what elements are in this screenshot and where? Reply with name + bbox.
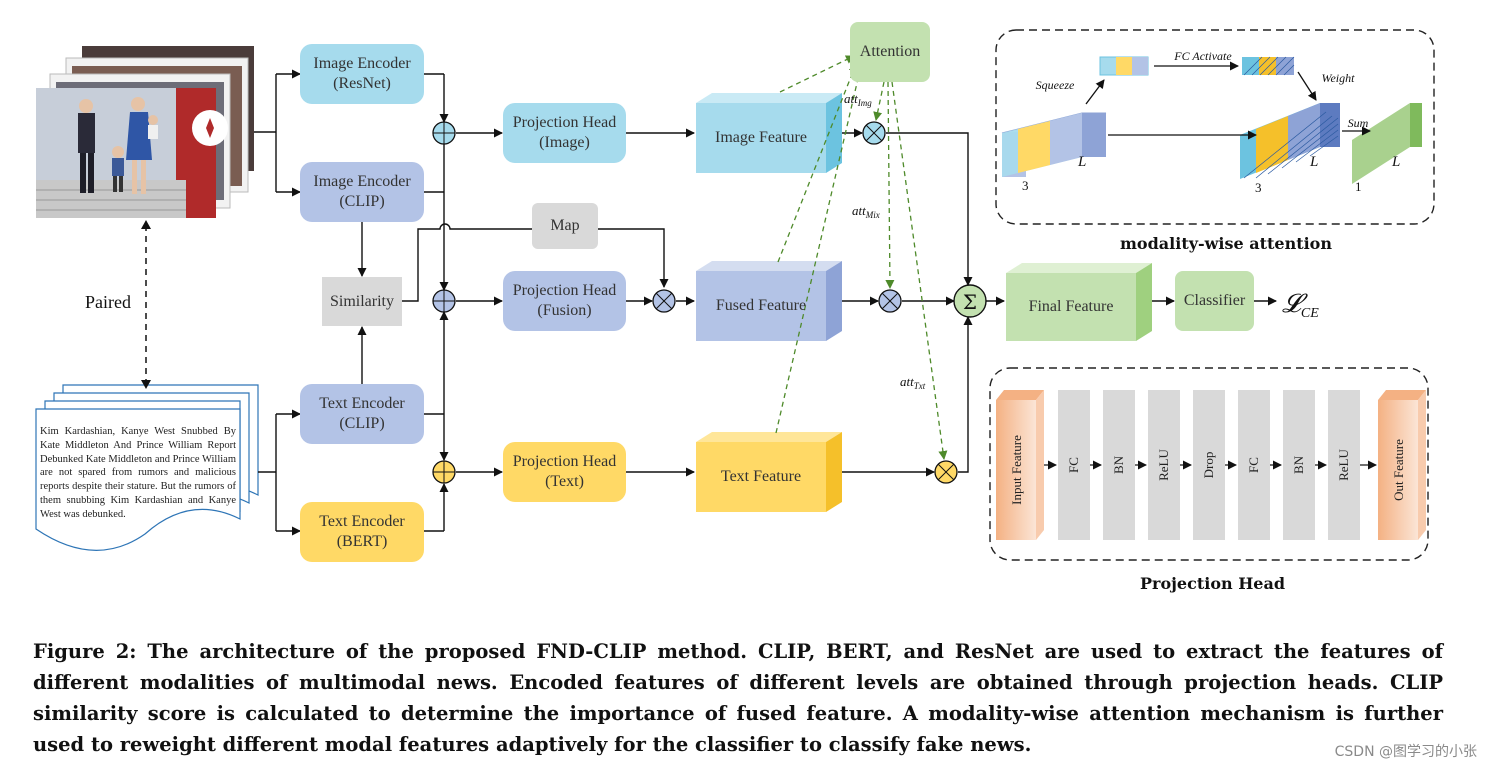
paired-label: Paired	[85, 292, 131, 312]
ph-layer-3: ReLU	[1156, 449, 1171, 481]
text-feature-label: Text Feature	[720, 468, 802, 485]
text-feature-cuboid	[696, 432, 842, 512]
projection-head-fusion-type: (Fusion)	[537, 302, 592, 319]
similarity-label: Similarity	[330, 292, 394, 310]
text-input-lines	[258, 409, 301, 536]
multiply-node-similarity	[652, 289, 676, 313]
fused-feature-cuboid	[696, 261, 842, 341]
projection-head-panel: Input Feature FC BN ReLU Drop FC BN ReLU…	[989, 367, 1429, 561]
projection-head-title: Projection Head	[1140, 574, 1286, 593]
map-label: Map	[550, 217, 580, 234]
projection-head-image-type: (Image)	[539, 134, 590, 151]
modality-attention-title: modality-wise attention	[1120, 234, 1332, 253]
text-feature-label-box: Text Feature	[696, 442, 826, 512]
final-feature-cuboid	[1006, 263, 1152, 341]
image-encoder-clip-model: (CLIP)	[339, 193, 385, 210]
projection-head-fusion: Projection Head (Fusion)	[503, 271, 626, 331]
image-encoder-resnet-title: Image Encoder	[313, 55, 411, 72]
news-text-stack	[35, 384, 259, 551]
modality-attention-panel	[995, 29, 1435, 225]
add-node-image	[432, 121, 456, 145]
ph-layer-1: FC	[1066, 457, 1081, 473]
dim-3-weighted: 3	[1255, 180, 1262, 195]
final-feature-label: Final Feature	[1028, 298, 1114, 315]
attention-block: Attention	[850, 22, 930, 82]
dim-L-input: L	[1077, 154, 1086, 170]
projection-head-text-title: Projection Head	[512, 453, 617, 470]
text-encoder-bert: Text Encoder (BERT)	[300, 502, 424, 562]
projection-head-image-title: Projection Head	[512, 114, 617, 131]
text-encoder-bert-model: (BERT)	[336, 533, 388, 550]
add-node-fusion	[432, 289, 456, 313]
image-feature-cuboid	[696, 93, 842, 173]
news-image-stack	[36, 46, 254, 218]
image-input-lines	[254, 69, 301, 197]
final-feature-label-box: Final Feature	[1006, 273, 1136, 341]
multiply-node-att-text	[934, 460, 958, 484]
image-feature-label-box: Image Feature	[696, 103, 826, 173]
squeeze-label: Squeeze	[1036, 78, 1075, 92]
ph-layer-7: ReLU	[1336, 449, 1351, 481]
loss-ce-label: 𝓛CE	[1282, 289, 1319, 321]
similarity-block: Similarity	[322, 277, 402, 326]
architecture-diagram: Σ	[35, 29, 1435, 561]
add-node-text	[432, 460, 456, 484]
attention-arrows	[775, 55, 948, 460]
text-encoder-clip: Text Encoder (CLIP)	[300, 384, 424, 444]
ph-layer-5: FC	[1246, 457, 1261, 473]
image-encoder-resnet-model: (ResNet)	[333, 75, 391, 92]
ph-layer-6: BN	[1291, 455, 1306, 474]
fused-feature-label-box: Fused Feature	[696, 271, 826, 341]
image-encoder-clip: Image Encoder (CLIP)	[300, 162, 424, 222]
weight-label: Weight	[1322, 71, 1356, 85]
projection-head-text: Projection Head (Text)	[503, 442, 626, 502]
svg-text:Σ: Σ	[963, 290, 977, 314]
figure-caption: Figure 2: The architecture of the propos…	[33, 640, 1443, 756]
classifier-label: Classifier	[1183, 292, 1246, 309]
classifier-block: Classifier	[1175, 271, 1254, 331]
ph-layer-4: Drop	[1201, 452, 1216, 479]
fc-activate-label: FC Activate	[1173, 49, 1232, 63]
ph-layer-8: Out Feature	[1391, 439, 1406, 501]
map-block: Map	[532, 203, 598, 249]
projection-head-text-type: (Text)	[545, 473, 584, 490]
dim-3-input: 3	[1022, 178, 1029, 193]
dim-L-output: L	[1391, 154, 1400, 170]
image-feature-label: Image Feature	[715, 129, 807, 146]
multiply-node-att-image	[862, 121, 886, 145]
news-text-content: Kim Kardashian, Kanye West Snubbed By Ka…	[40, 426, 236, 520]
ph-layer-2: BN	[1111, 455, 1126, 474]
sum-label: Sum	[1348, 116, 1369, 130]
text-encoder-clip-model: (CLIP)	[339, 415, 385, 432]
image-encoder-resnet: Image Encoder (ResNet)	[300, 44, 424, 104]
projection-head-fusion-title: Projection Head	[512, 282, 617, 299]
att-img-label: attImg	[844, 91, 872, 108]
fused-feature-label: Fused Feature	[715, 297, 807, 314]
ph-layer-0: Input Feature	[1009, 435, 1024, 505]
sum-node: Σ	[953, 284, 987, 318]
multiply-node-att-mix	[878, 289, 902, 313]
att-txt-label: attTxt	[900, 374, 926, 391]
text-encoder-bert-title: Text Encoder	[319, 513, 405, 530]
watermark: CSDN @图学习的小张	[1334, 744, 1477, 760]
dim-1-output: 1	[1355, 179, 1362, 194]
attention-label: Attention	[859, 43, 921, 60]
projection-head-image: Projection Head (Image)	[503, 103, 626, 163]
text-encoder-clip-title: Text Encoder	[319, 395, 405, 412]
image-encoder-clip-title: Image Encoder	[313, 173, 411, 190]
dim-L-weighted: L	[1309, 154, 1318, 170]
att-mix-label: attMix	[852, 203, 880, 220]
